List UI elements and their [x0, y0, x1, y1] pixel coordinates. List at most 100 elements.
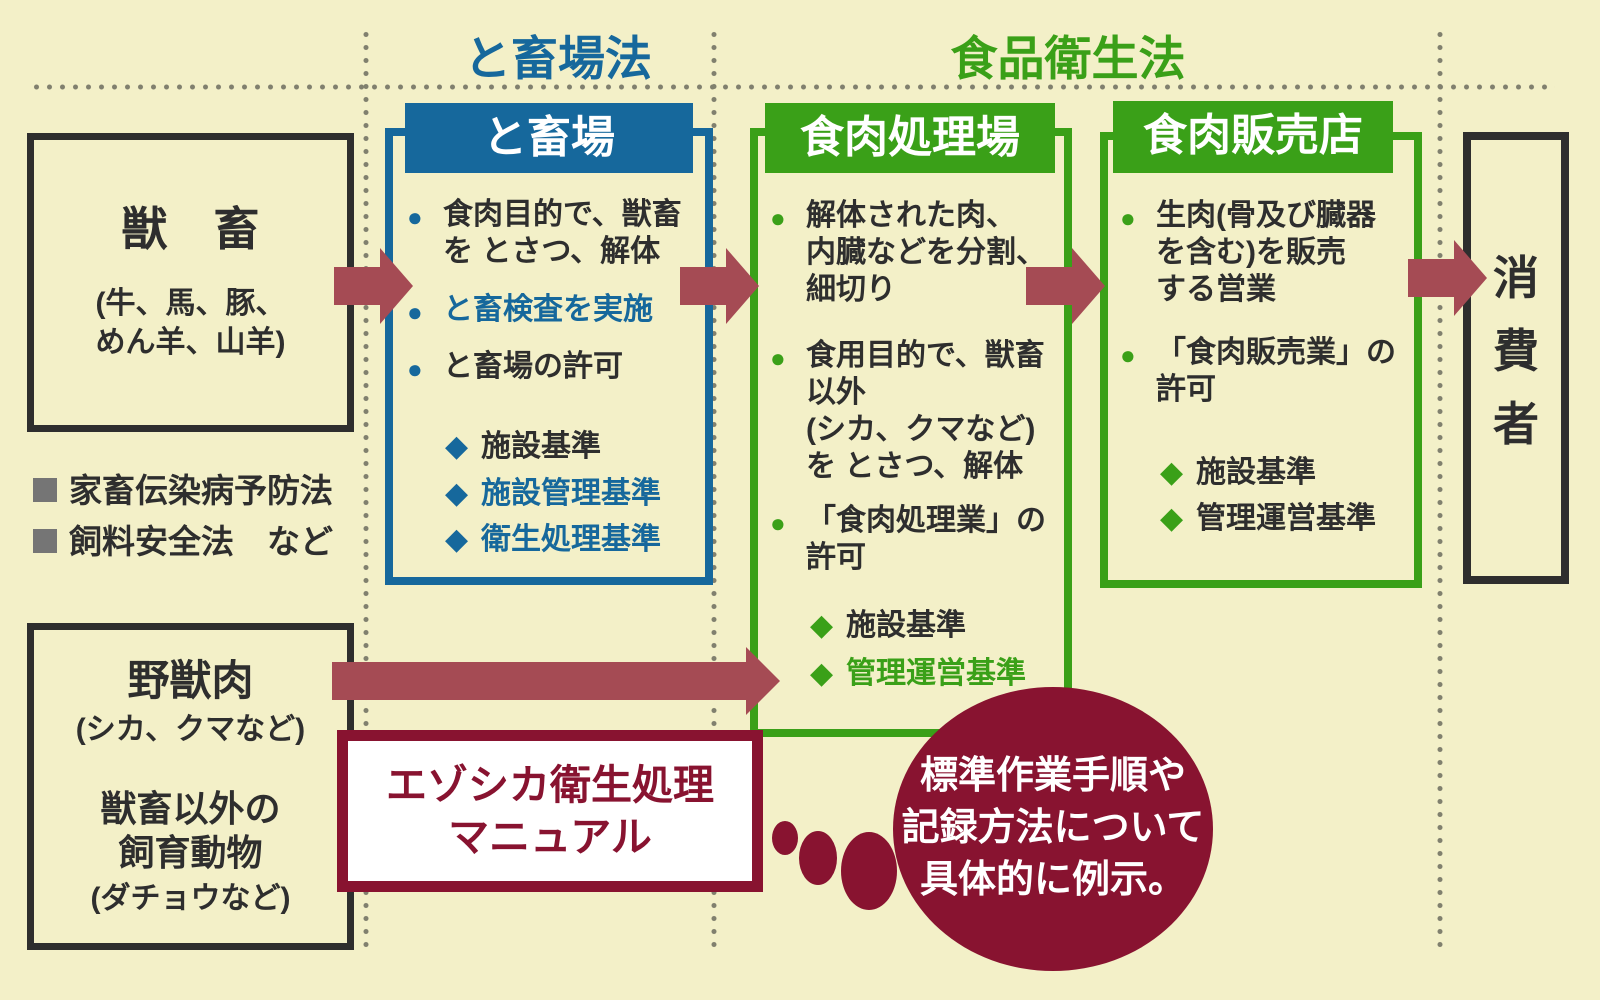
diamond-bullet-icon: ◆	[810, 609, 834, 642]
list-item: ◆ 衛生処理基準	[445, 521, 661, 558]
arrow-body	[1408, 259, 1454, 297]
diamond-bullet-icon: ◆	[445, 523, 469, 556]
item-text: と畜場の許可	[443, 350, 623, 383]
list-item: ◆ 施設基準	[810, 607, 966, 644]
diamond-bullet-icon: ◆	[1160, 502, 1184, 535]
dotted-divider-horizontal	[30, 84, 1555, 90]
list-item: ● 「食肉処理業」の 許可	[770, 502, 1046, 576]
item-text: 許可	[1156, 373, 1216, 406]
diamond-bullet-icon: ◆	[445, 477, 469, 510]
callout-ellipse: 標準作業手順や 記録方法について 具体的に例示。	[893, 687, 1213, 971]
item-text: (シカ、クマなど)	[806, 413, 1036, 446]
related-law-item-2: 飼料安全法 など	[33, 515, 333, 560]
meat-processing-panel: 食肉処理場 ● 解体された肉、 内臓などを分割、 細切り ● 食用目的で、獣畜 …	[750, 103, 1072, 737]
arrow-head-icon	[726, 248, 759, 324]
list-item: ● と畜場の許可	[407, 348, 623, 385]
arrow-body	[680, 267, 726, 305]
item-text: 施設基準	[1196, 456, 1316, 489]
related-law-item-1: 家畜伝染病予防法	[33, 464, 333, 509]
item-text: 解体された肉、	[806, 199, 1016, 232]
arrow-head-icon	[1454, 240, 1487, 316]
list-item: ● 食用目的で、獣畜 以外 (シカ、クマなど) を とさつ、解体	[770, 337, 1045, 485]
dotted-divider-vertical-1	[363, 28, 369, 954]
item-text: を とさつ、解体	[443, 235, 661, 268]
food-sanitation-act-label: 食品衛生法	[950, 32, 1186, 85]
consumer-box: 消 費 者	[1463, 132, 1569, 584]
item-text: 内臓などを分割、	[806, 236, 1046, 269]
list-item: ● と畜検査を実施	[407, 291, 653, 328]
item-text: 生肉(骨及び臓器	[1156, 199, 1376, 232]
item-text: 施設基準	[846, 609, 966, 642]
related-law-label-2: 飼料安全法 など	[69, 523, 333, 560]
slaughterhouse-panel-header: と畜場	[405, 103, 693, 173]
item-text: を とさつ、解体	[806, 450, 1024, 483]
slaughterhouse-act-label: と畜場法	[464, 32, 652, 85]
list-item: ◆ 施設基準	[1160, 454, 1316, 491]
consumer-char-3: 者	[1493, 398, 1539, 450]
livestock-subtitle-line2: めん羊、山羊)	[95, 326, 286, 359]
item-text: と畜検査を実施	[443, 293, 653, 326]
callout-dot-small	[772, 821, 798, 855]
wild-meat-line3: 飼育動物	[118, 832, 263, 873]
item-text: 衛生処理基準	[481, 523, 661, 556]
callout-line-3: 具体的に例示。	[919, 858, 1186, 901]
arrow-head-icon	[746, 647, 780, 715]
item-text: 細切り	[806, 273, 896, 306]
list-item: ◆ 施設基準	[445, 428, 601, 465]
arrow-body	[332, 662, 746, 700]
arrow-body	[334, 267, 380, 305]
item-text: 施設管理基準	[481, 477, 661, 510]
item-text: する営業	[1156, 273, 1276, 306]
item-text: 以外	[806, 376, 866, 409]
list-item: ● 解体された肉、 内臓などを分割、 細切り	[770, 197, 1046, 308]
arrow-body	[1026, 267, 1072, 305]
circle-bullet-icon: ●	[770, 508, 786, 538]
dotted-divider-vertical-2	[711, 28, 717, 954]
circle-bullet-icon: ●	[770, 343, 786, 373]
item-text: 管理運営基準	[1196, 502, 1376, 535]
manual-line-2: マニュアル	[448, 814, 652, 860]
manual-line-1: エゾシカ衛生処理	[386, 761, 714, 808]
item-text: 許可	[806, 541, 866, 574]
circle-bullet-icon: ●	[770, 203, 786, 233]
livestock-title: 獣 畜	[121, 203, 260, 255]
item-text: 食肉目的で、獣畜	[443, 198, 682, 231]
diamond-bullet-icon: ◆	[445, 430, 469, 463]
callout-dot-medium	[799, 831, 837, 885]
meat-processing-panel-header: 食肉処理場	[765, 103, 1055, 173]
diamond-bullet-icon: ◆	[1160, 456, 1184, 489]
wild-meat-subtitle: (シカ、クマなど)	[75, 713, 306, 746]
ezo-deer-manual-box: エゾシカ衛生処理 マニュアル	[337, 730, 763, 892]
consumer-char-1: 消	[1493, 252, 1539, 304]
wild-meat-title: 野獣肉	[127, 657, 254, 704]
arrow-head-icon	[380, 248, 413, 324]
list-item: ● 「食肉販売業」の 許可	[1120, 334, 1396, 408]
meat-retail-panel: 食肉販売店 ● 生肉(骨及び臓器 を含む)を販売 する営業 ● 「食肉販売業」の…	[1100, 101, 1422, 588]
list-item: ● 食肉目的で、獣畜 を とさつ、解体	[407, 196, 682, 270]
circle-bullet-icon: ●	[407, 354, 423, 384]
callout-dot-large	[841, 832, 897, 910]
list-item: ● 生肉(骨及び臓器 を含む)を販売 する営業	[1120, 197, 1376, 308]
meat-retail-panel-header: 食肉販売店	[1113, 101, 1393, 173]
diamond-bullet-icon: ◆	[810, 657, 834, 690]
item-text: 食用目的で、獣畜	[806, 339, 1045, 372]
wild-meat-box: 野獣肉 (シカ、クマなど) 獣畜以外の 飼育動物 (ダチョウなど)	[27, 623, 354, 950]
item-text: 「食肉販売業」の	[1156, 336, 1396, 369]
list-item: ◆ 管理運営基準	[810, 655, 1026, 692]
item-text: を含む)を販売	[1156, 236, 1346, 269]
dotted-divider-vertical-3	[1437, 28, 1443, 954]
circle-bullet-icon: ●	[1120, 203, 1136, 233]
list-item: ◆ 管理運営基準	[1160, 500, 1376, 537]
list-item: ◆ 施設管理基準	[445, 475, 661, 512]
item-text: 管理運営基準	[846, 657, 1026, 690]
livestock-subtitle-line1: (牛、馬、豚、	[95, 287, 286, 320]
related-law-label-1: 家畜伝染病予防法	[69, 472, 333, 509]
item-text: 施設基準	[481, 430, 601, 463]
callout-line-2: 記録方法について	[901, 807, 1205, 850]
item-text: 「食肉処理業」の	[806, 504, 1046, 537]
wild-meat-line4: (ダチョウなど)	[90, 882, 291, 915]
circle-bullet-icon: ●	[407, 202, 423, 232]
consumer-char-2: 費	[1493, 325, 1539, 377]
wild-meat-line2: 獣畜以外の	[100, 788, 281, 829]
arrow-head-icon	[1072, 248, 1105, 324]
